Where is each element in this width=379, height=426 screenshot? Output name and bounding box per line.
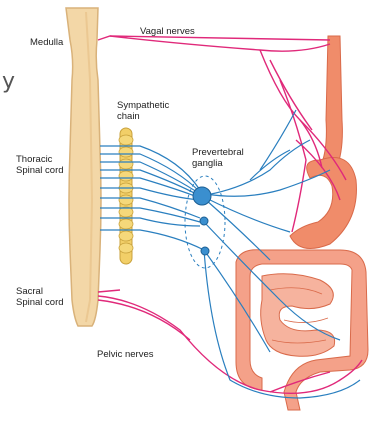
- label-thoracic-line1: Thoracic: [16, 154, 64, 165]
- label-sympathetic-line2: chain: [117, 111, 169, 122]
- label-prevertebral-line2: ganglia: [192, 158, 244, 169]
- label-sacral-line2: Spinal cord: [16, 297, 64, 308]
- sympathetic-chain: [119, 128, 133, 264]
- label-pelvic-nerves: Pelvic nerves: [97, 349, 154, 360]
- label-thoracic-line2: Spinal cord: [16, 165, 64, 176]
- label-sympathetic-line1: Sympathetic: [117, 100, 169, 111]
- label-thoracic-spinal-cord: Thoracic Spinal cord: [16, 154, 64, 176]
- large-intestine: [236, 250, 368, 410]
- label-sacral-line1: Sacral: [16, 286, 64, 297]
- prevertebral-ganglia: [185, 176, 225, 268]
- esophagus: [320, 36, 342, 170]
- label-sacral-spinal-cord: Sacral Spinal cord: [16, 286, 64, 308]
- partial-glyph: y: [2, 76, 15, 87]
- label-sympathetic-chain: Sympathetic chain: [117, 100, 169, 122]
- label-medulla: Medulla: [30, 37, 63, 48]
- label-prevertebral-line1: Prevertebral: [192, 147, 244, 158]
- label-prevertebral-ganglia: Prevertebral ganglia: [192, 147, 244, 169]
- label-vagal-nerves: Vagal nerves: [140, 26, 195, 37]
- spinal-cord: [66, 8, 101, 326]
- stomach: [290, 158, 356, 249]
- small-intestine: [261, 274, 335, 357]
